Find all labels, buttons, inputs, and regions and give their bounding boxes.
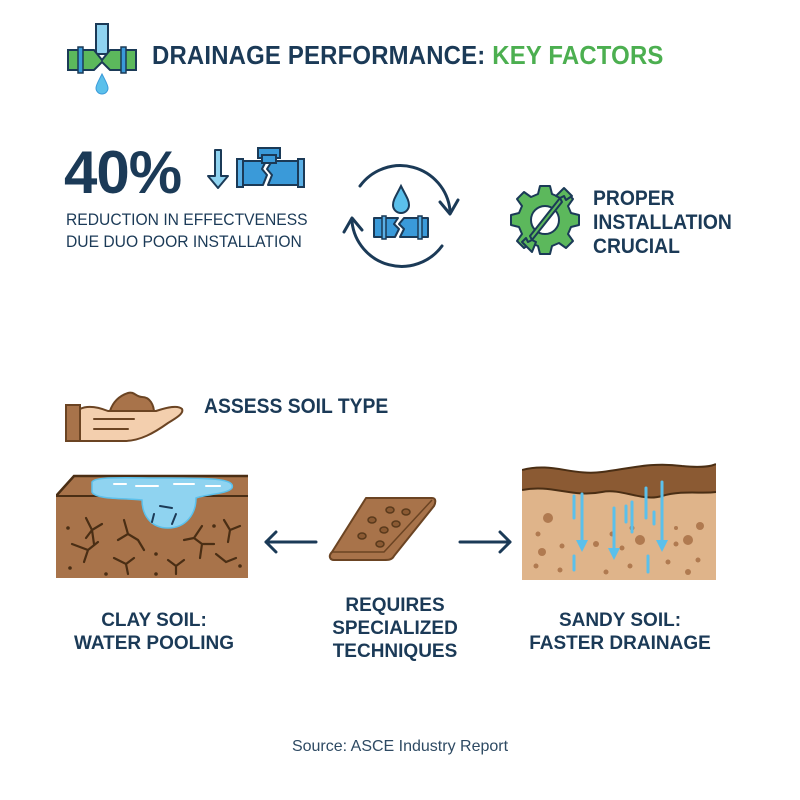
stat-value: 40%: [64, 139, 182, 206]
title-accent: KEY FACTORS: [492, 40, 664, 70]
source-citation: Source: ASCE Industry Report: [291, 738, 509, 755]
left-arrow-icon: [262, 530, 320, 554]
sandy-soil-drainage-icon: [522, 462, 716, 580]
clay-soil-pooling-icon: [56, 474, 248, 578]
sandy-line2: FASTER DRAINAGE: [529, 633, 711, 654]
stat-desc-line1: REDUCTION IN EFFECTVENESS: [66, 210, 308, 229]
installation-line3: CRUCIAL: [593, 235, 680, 258]
clay-line1: CLAY SOIL:: [101, 610, 207, 631]
broken-pipe-icon: [236, 145, 306, 193]
middle-line3: TECHNIQUES: [332, 641, 458, 662]
middle-line1: REQUIRES: [345, 595, 445, 616]
middle-line2: SPECIALIZED: [332, 618, 458, 639]
pipe-leak-icon: [64, 22, 140, 98]
specialized-techniques-caption: REQUIRES SPECIALIZED TECHNIQUES: [285, 594, 505, 663]
soil-sample-tile-icon: [328, 494, 438, 564]
gear-wrench-icon: [506, 180, 584, 260]
installation-note: PROPER INSTALLATION CRUCIAL: [593, 187, 732, 259]
sandy-soil-caption: SANDY SOIL: FASTER DRAINAGE: [520, 609, 720, 655]
down-arrow-icon: [206, 148, 230, 190]
installation-line2: INSTALLATION: [593, 211, 732, 234]
stat-desc-line2: DUE DUO POOR INSTALLATION: [66, 232, 302, 251]
title-main: DRAINAGE PERFORMANCE:: [152, 40, 486, 70]
sandy-line1: SANDY SOIL:: [558, 610, 682, 631]
stat-description: REDUCTION IN EFFECTVENESS DUE DUO POOR I…: [66, 209, 308, 253]
clay-line2: WATER POOLING: [73, 633, 235, 654]
right-arrow-icon: [456, 530, 514, 554]
hand-soil-icon: [64, 385, 188, 447]
page-title: DRAINAGE PERFORMANCE: KEY FACTORS: [152, 40, 664, 71]
installation-line1: PROPER: [593, 187, 675, 210]
assess-soil-label: ASSESS SOIL TYPE: [204, 395, 389, 418]
clay-soil-caption: CLAY SOIL: WATER POOLING: [54, 609, 254, 655]
cycle-broken-pipe-water-icon: [338, 150, 464, 276]
